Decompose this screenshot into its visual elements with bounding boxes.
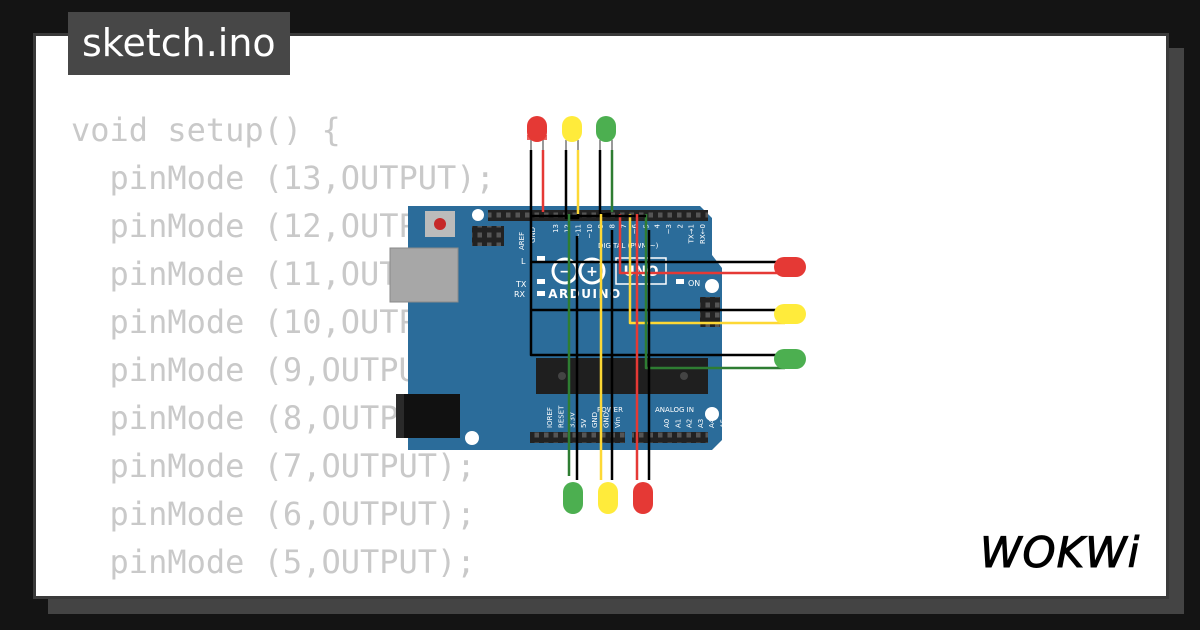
brand-label: ARDUINO bbox=[548, 287, 621, 301]
led-top-green[interactable] bbox=[596, 116, 616, 150]
mounting-hole bbox=[465, 431, 479, 445]
icsp-header-2 bbox=[700, 297, 720, 327]
pin-label: 7 bbox=[620, 224, 628, 228]
pin-label: TX→1 bbox=[688, 224, 696, 244]
wires bbox=[529, 150, 785, 480]
code-line: pinMode (6,OUTPUT); bbox=[71, 495, 476, 533]
pin-label: IOREF bbox=[546, 407, 554, 428]
file-tab[interactable]: sketch.ino bbox=[68, 12, 290, 75]
mounting-hole bbox=[705, 279, 719, 293]
analog-header bbox=[632, 432, 708, 443]
led-top-yellow[interactable] bbox=[562, 116, 582, 150]
code-line: void setup() { bbox=[71, 111, 341, 149]
svg-text:−: − bbox=[559, 264, 571, 280]
icsp-header bbox=[472, 226, 504, 246]
led-bottom-green[interactable] bbox=[563, 482, 583, 514]
code-line: pinMode (13,OUTPUT); bbox=[71, 159, 495, 197]
mounting-hole bbox=[705, 407, 719, 421]
pin-label: 2 bbox=[676, 224, 684, 228]
wire-red bbox=[618, 214, 785, 275]
pin-label: 4 bbox=[654, 223, 662, 228]
pin-label: ~10 bbox=[586, 224, 594, 239]
pin-label: GND bbox=[591, 412, 599, 428]
code-line: } bbox=[71, 586, 495, 596]
gnd-label: GND bbox=[529, 227, 537, 243]
on-label: ON bbox=[688, 279, 700, 288]
power-jack bbox=[396, 394, 460, 438]
led-top-red[interactable] bbox=[527, 116, 547, 150]
pin-label: Vin bbox=[614, 417, 622, 428]
led-bottom-red[interactable] bbox=[633, 482, 653, 514]
pin-label: 3.3V bbox=[569, 412, 577, 428]
pin-label: A1 bbox=[674, 419, 682, 428]
power-label: POWER bbox=[597, 406, 623, 414]
pin-label: A5 bbox=[720, 419, 728, 428]
code-line: pinMode (5,OUTPUT); bbox=[71, 543, 476, 581]
aref-label: AREF bbox=[518, 232, 526, 250]
pin-label: ~11 bbox=[575, 224, 583, 239]
led-bottom-yellow[interactable] bbox=[598, 482, 618, 514]
pin-label: A3 bbox=[697, 419, 705, 428]
svg-text:+: + bbox=[586, 264, 598, 280]
wokwi-logo[interactable]: WOKWi bbox=[978, 525, 1153, 580]
digital-label: DIGITAL (PWM ~) bbox=[598, 242, 659, 250]
wire-black bbox=[598, 150, 611, 216]
pin-label: ~3 bbox=[665, 224, 673, 234]
pin-label: RESET bbox=[557, 405, 565, 428]
pin-label: A4 bbox=[708, 418, 716, 428]
l-label: L bbox=[521, 257, 526, 266]
analog-label: ANALOG IN bbox=[655, 406, 694, 414]
usb-port bbox=[389, 247, 459, 303]
mounting-hole bbox=[472, 209, 484, 221]
led-right-yellow[interactable] bbox=[774, 304, 806, 324]
pin-label: A2 bbox=[686, 419, 694, 428]
pin-label: A0 bbox=[663, 419, 671, 428]
pin-label: 13 bbox=[552, 224, 560, 233]
wire-green bbox=[644, 214, 785, 370]
wire-yellow bbox=[628, 214, 785, 325]
code-line: pinMode (7,OUTPUT); bbox=[71, 447, 476, 485]
pin-label: GND bbox=[603, 412, 611, 428]
pin-label: 5V bbox=[580, 419, 588, 428]
pin-label: ~6 bbox=[631, 223, 639, 234]
wokwi-logo-text: WOKWi bbox=[980, 528, 1140, 577]
led-right-red[interactable] bbox=[774, 257, 806, 277]
pin-label: RX←0 bbox=[699, 224, 707, 244]
rx-label: RX bbox=[514, 290, 526, 299]
pin-label: 8 bbox=[609, 224, 617, 228]
led-right-green[interactable] bbox=[774, 349, 806, 369]
tx-label: TX bbox=[515, 280, 527, 289]
wire-black bbox=[529, 150, 785, 357]
arduino-uno-board: − + UNO ARDUINO TX RX L ON DIGITAL (PWM … bbox=[389, 206, 728, 450]
pin-label: 12 bbox=[563, 224, 571, 233]
